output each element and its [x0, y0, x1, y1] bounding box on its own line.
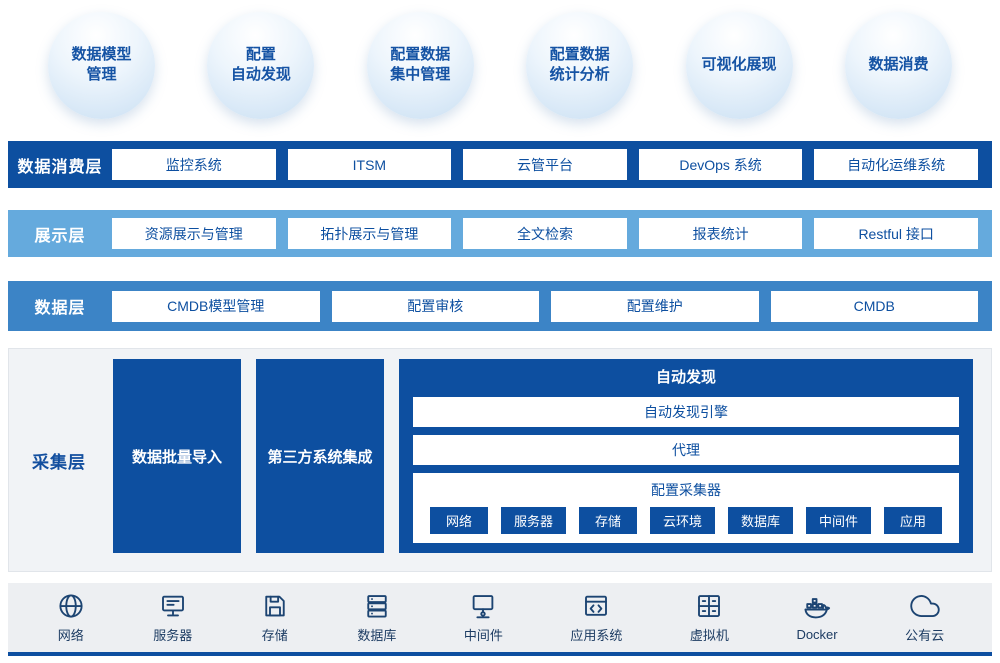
layer-display: 展示层 资源展示与管理 拓扑展示与管理 全文检索 报表统计 Restful 接口: [8, 210, 992, 257]
item-cmdb: CMDB: [770, 290, 978, 322]
item-itsm: ITSM: [287, 149, 452, 180]
infrastructure-bar: 网络 服务器 存储 数据库 中间件 应用系统 虚拟机 Docker: [8, 583, 992, 656]
public-cloud-icon: [909, 595, 940, 617]
chip-server: 服务器: [500, 507, 566, 534]
layer-data-consumption: 数据消费层 监控系统 ITSM 云管平台 DevOps 系统 自动化运维系统: [8, 141, 992, 188]
feature-bubbles-row: 数据模型 管理 配置 自动发现 配置数据 集中管理 配置数据 统计分析 可视化展…: [48, 8, 952, 122]
database-icon: [367, 595, 387, 618]
chip-application: 应用: [884, 507, 943, 534]
item-monitoring-system: 监控系统: [112, 149, 276, 180]
bubble-statistics-analysis: 配置数据 统计分析: [526, 11, 634, 119]
item-config-audit: 配置审核: [331, 290, 539, 322]
infra-storage: 存储: [260, 591, 290, 644]
network-icon: [59, 594, 83, 618]
item-resource-display-management: 资源展示与管理: [112, 218, 276, 249]
collector-items: 网络 服务器 存储 云环境 数据库 中间件 应用: [423, 507, 949, 534]
chip-storage: 存储: [578, 507, 637, 534]
chip-database: 数据库: [728, 507, 794, 534]
infra-label: 服务器: [153, 628, 193, 643]
bubble-data-consumption: 数据消费: [844, 11, 952, 119]
item-fulltext-search: 全文检索: [463, 218, 627, 249]
bubble-label: 配置数据 统计分析: [549, 45, 610, 83]
infra-label: 应用系统: [570, 628, 623, 643]
layer-items: 监控系统 ITSM 云管平台 DevOps 系统 自动化运维系统: [112, 149, 978, 180]
middleware-icon: [473, 595, 494, 619]
box-batch-data-import: 数据批量导入: [113, 359, 241, 553]
panel-auto-discovery: 自动发现 自动发现引擎 代理 配置采集器 网络 服务器 存储 云环境 数据库 中…: [399, 359, 973, 553]
box-third-party-integration: 第三方系统集成: [256, 359, 384, 553]
chip-network: 网络: [429, 507, 488, 534]
collection-body: 数据批量导入 第三方系统集成 自动发现 自动发现引擎 代理 配置采集器 网络 服…: [109, 349, 991, 571]
bubble-label: 配置数据 集中管理: [390, 45, 451, 83]
infra-server: 服务器: [153, 591, 192, 644]
docker-icon: [804, 598, 831, 619]
bubble-auto-discovery: 配置 自动发现: [207, 11, 315, 119]
server-icon: [161, 595, 184, 617]
item-automated-ops-system: 自动化运维系统: [814, 149, 978, 180]
layer-label: 采集层: [32, 452, 86, 472]
config-collector-title: 配置采集器: [651, 482, 721, 498]
item-topology-display-management: 拓扑展示与管理: [287, 218, 452, 249]
layer-data: 数据层 CMDB模型管理 配置审核 配置维护 CMDB: [8, 281, 992, 331]
bubble-data-model-management: 数据模型 管理: [48, 11, 155, 119]
layer-items: 资源展示与管理 拓扑展示与管理 全文检索 报表统计 Restful 接口: [112, 218, 978, 249]
app-system-icon: [585, 595, 608, 616]
infra-label: 公有云: [905, 628, 945, 643]
item-restful-api: Restful 接口: [814, 218, 978, 249]
auto-discovery-title: 自动发现: [655, 369, 716, 386]
infra-vm: 虚拟机: [690, 591, 729, 644]
bar-auto-discovery-engine: 自动发现引擎: [413, 397, 959, 427]
chip-middleware: 中间件: [806, 507, 872, 534]
panel-config-collector: 配置采集器 网络 服务器 存储 云环境 数据库 中间件 应用: [413, 473, 959, 543]
chip-cloud-environment: 云环境: [649, 507, 715, 534]
layer-collection: 采集层 数据批量导入 第三方系统集成 自动发现 自动发现引擎 代理 配置采集器 …: [8, 348, 992, 572]
infra-label: 网络: [57, 628, 84, 643]
storage-icon: [265, 595, 285, 617]
infra-label: 数据库: [357, 628, 397, 643]
infra-label: 虚拟机: [689, 628, 729, 643]
infra-app-system: 应用系统: [570, 591, 622, 644]
infra-docker: Docker: [796, 593, 838, 642]
infra-public-cloud: 公有云: [905, 591, 944, 644]
bubble-label: 可视化展现: [701, 55, 777, 73]
bubble-label: 配置 自动发现: [230, 45, 291, 83]
infra-database: 数据库: [357, 591, 396, 644]
bubble-label: 数据模型 管理: [71, 45, 132, 83]
infra-label: Docker: [796, 627, 838, 642]
infra-middleware: 中间件: [464, 591, 503, 644]
bar-agent: 代理: [413, 435, 959, 465]
item-cloud-management-platform: 云管平台: [463, 149, 627, 180]
item-devops-system: DevOps 系统: [638, 149, 803, 180]
layer-label: 数据层: [34, 300, 86, 317]
vm-icon: [698, 595, 721, 617]
layer-items: CMDB模型管理 配置审核 配置维护 CMDB: [112, 290, 978, 322]
item-report-statistics: 报表统计: [638, 218, 803, 249]
item-cmdb-model-management: CMDB模型管理: [112, 290, 320, 322]
layer-label: 数据消费层: [17, 158, 103, 176]
bubble-centralized-config-data: 配置数据 集中管理: [366, 11, 474, 119]
infra-label: 中间件: [463, 628, 503, 643]
bubble-label: 数据消费: [868, 55, 929, 73]
layer-label: 展示层: [34, 227, 86, 245]
item-config-maintenance: 配置维护: [551, 290, 759, 322]
infra-label: 存储: [261, 628, 288, 643]
infra-network: 网络: [56, 591, 86, 644]
bubble-visualization: 可视化展现: [685, 11, 793, 119]
